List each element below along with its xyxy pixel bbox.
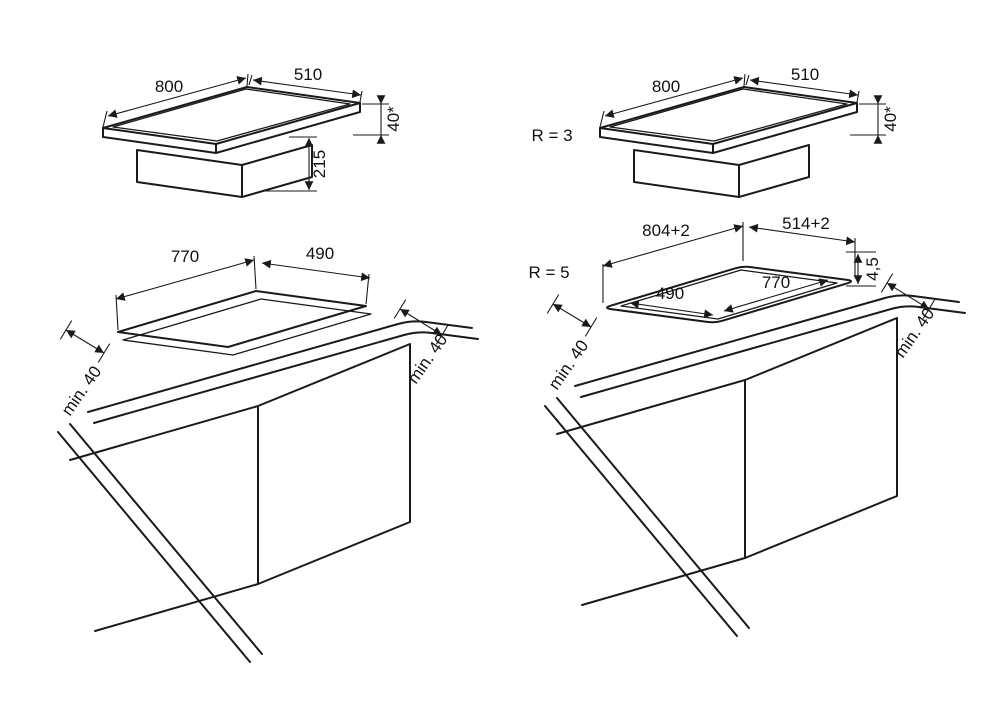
cutout-outline (117, 290, 367, 348)
ext-lines-215 (265, 136, 317, 192)
diagram-hob-rounded-edge: R = 3 800 510 40* (531, 65, 900, 198)
tr-dim-800: 800 (652, 77, 680, 96)
br-dim-514: 514+2 (782, 214, 830, 233)
br-radius-label: R = 5 (528, 263, 569, 282)
diagram-hob-square-edge: 800 510 40* 215 (102, 65, 403, 198)
break-lines (57, 423, 263, 663)
tr-dim-510: 510 (791, 65, 819, 84)
dim-line-770 (115, 258, 255, 301)
min40-right-dim (886, 282, 930, 310)
dim-line-490-inner (629, 299, 714, 319)
hob-top-face (599, 86, 858, 145)
ext-lines-804 (602, 222, 744, 303)
diagram-worktop-flush-cutout: R = 5 804+2 514+2 4,5 490 770 min. 40 mi… (528, 214, 966, 637)
tl-dim-215: 215 (310, 150, 329, 178)
br-dim-770: 770 (762, 273, 790, 292)
min40-left-dim (552, 303, 592, 328)
hob-body-box (136, 144, 313, 198)
tl-dim-510: 510 (294, 65, 322, 84)
br-dim-804: 804+2 (642, 221, 690, 240)
br-dim-490: 490 (656, 284, 684, 303)
tl-dim-800: 800 (155, 77, 183, 96)
dim-line-800 (107, 76, 247, 118)
tr-dim-40: 40* (881, 106, 900, 132)
ext-lines-510 (745, 74, 860, 103)
br-dim-45: 4,5 (863, 257, 882, 281)
recess-outline (605, 265, 853, 324)
hob-edge-thickness (102, 102, 361, 154)
diagram-worktop-cutout: 770 490 min. 40 min. 40 (57, 244, 479, 663)
cabinet-front (744, 317, 898, 559)
cabinet-front (257, 343, 411, 585)
br-min40-left: min. 40 (545, 337, 593, 394)
bl-dim-490: 490 (306, 244, 334, 263)
bl-min40-left: min. 40 (58, 363, 106, 420)
dim-line-800 (604, 76, 744, 118)
cabinet-side-lines (69, 405, 259, 632)
tr-radius-label: R = 3 (531, 126, 572, 145)
ext-lines-510 (248, 74, 363, 103)
cabinet-side-lines (556, 379, 746, 606)
break-lines (544, 397, 750, 637)
dim-line-490 (261, 259, 371, 282)
dim-line-514 (748, 223, 856, 246)
dim-line-770-inner (723, 278, 829, 313)
ext-lines-800 (102, 73, 249, 128)
min40-right-dim (399, 308, 443, 336)
dim-line-510 (749, 76, 859, 99)
cutout-inner-outline (620, 269, 838, 320)
ext-lines-45 (846, 251, 876, 287)
bl-dim-770: 770 (171, 247, 199, 266)
dim-line-510 (252, 76, 362, 99)
cutout-inner-wall (122, 298, 372, 356)
ext-lines-800 (599, 73, 746, 128)
hob-top-face (102, 86, 361, 145)
min40-left-dim (65, 329, 105, 354)
dim-line-804 (602, 224, 744, 268)
hob-edge-thickness (599, 102, 858, 154)
tl-dim-40: 40* (384, 106, 403, 132)
ext-lines-490 (365, 273, 370, 305)
hob-body-box (633, 144, 810, 198)
